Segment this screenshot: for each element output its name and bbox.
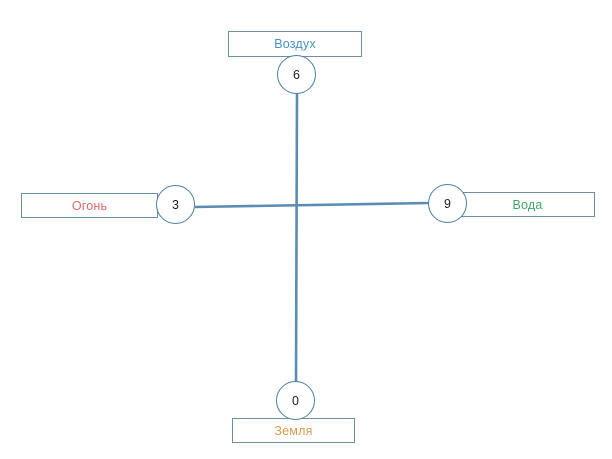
node-label-air: Воздух	[274, 37, 316, 51]
node-value-earth: 0	[292, 393, 299, 408]
node-label-water: Вода	[512, 197, 543, 212]
edge-air-earth	[294, 92, 299, 383]
node-label-earth: Земля	[274, 423, 313, 438]
node-value-fire: 3	[172, 197, 179, 212]
node-circle-earth[interactable]: 0	[276, 381, 315, 420]
node-box-water[interactable]: Вода	[460, 192, 595, 217]
node-label-fire: Огонь	[71, 198, 108, 213]
node-box-air[interactable]: Воздух	[228, 31, 362, 57]
node-circle-water[interactable]: 9	[428, 184, 467, 223]
edge-fire-water	[194, 201, 430, 209]
node-circle-fire[interactable]: 3	[156, 185, 195, 224]
node-value-water: 9	[444, 196, 451, 211]
node-box-fire[interactable]: Огонь	[21, 193, 158, 218]
node-value-air: 6	[293, 67, 300, 82]
node-box-earth[interactable]: Земля	[232, 418, 355, 443]
node-circle-air[interactable]: 6	[277, 55, 316, 94]
